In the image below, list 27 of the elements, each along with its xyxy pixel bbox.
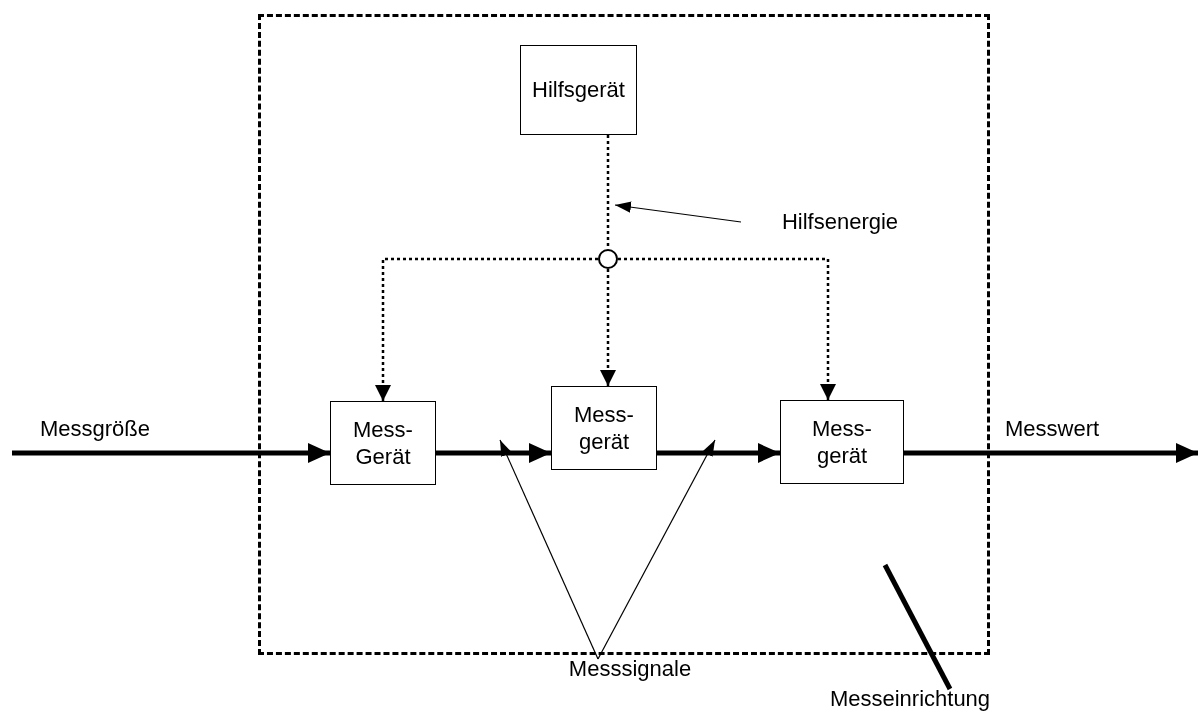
edge-label: Messgröße (40, 416, 151, 443)
device-box (780, 400, 904, 484)
node-label: Mess- gerät (573, 400, 635, 456)
dotted-connector (600, 269, 616, 386)
dashed-boundary-box (258, 14, 990, 655)
dotted-connector (606, 135, 610, 249)
arrow (904, 443, 1198, 463)
dotted-connector (618, 257, 836, 400)
node-label: Mess- Gerät (352, 415, 414, 471)
annotation-label: Messsignale (568, 655, 692, 683)
edge-label: Messwert (1005, 416, 1100, 443)
leader-line (499, 439, 599, 660)
dotted-connector (375, 257, 598, 401)
device-box (330, 401, 436, 485)
leader-line (882, 563, 953, 691)
leader-line (597, 439, 716, 660)
arrow (436, 443, 551, 463)
arrow (657, 443, 780, 463)
annotation-label: Messeinrichtung (829, 685, 991, 713)
junction-circle (598, 249, 618, 269)
node-label: Mess- gerät (811, 414, 873, 470)
node-label: Hilfsgerät (532, 76, 625, 104)
arrow (12, 443, 330, 463)
leader-line (614, 201, 742, 223)
annotation-label: Hilfsenergie (781, 208, 899, 236)
device-box (551, 386, 657, 470)
device-box (520, 45, 637, 135)
